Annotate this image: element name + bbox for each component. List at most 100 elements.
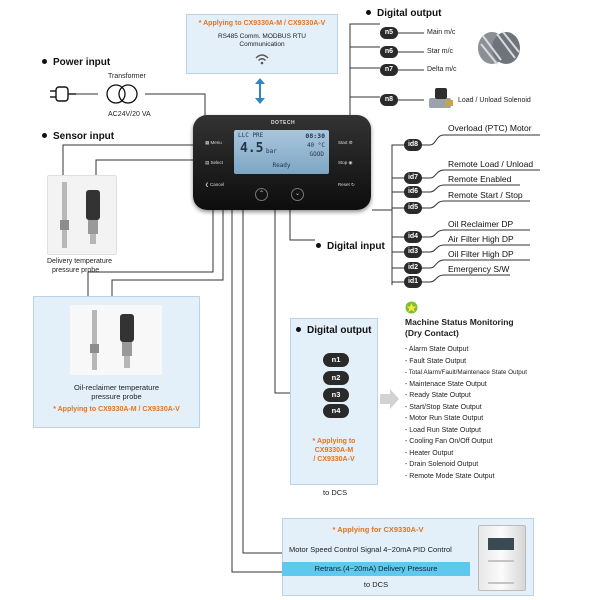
down-button[interactable]: ⌄ <box>291 188 304 201</box>
transformer-icon <box>106 84 138 104</box>
solenoid-icon <box>429 88 453 108</box>
sensor-input-header: Sensor input <box>42 131 114 142</box>
output-pill-n5: n5 <box>380 27 398 39</box>
input-pill-id1: id1 <box>404 276 422 288</box>
input-label-id7: Remote Load / Unload <box>448 159 534 169</box>
screen-status: GOOD <box>309 151 324 158</box>
bottom-applying-note: * Applying for CX9330A-V <box>332 525 424 534</box>
mid-output-pill-n2: n2 <box>323 371 349 385</box>
status-title-2: (Dry Contact) <box>405 328 459 338</box>
output-label-n6: Star m/c <box>427 48 454 55</box>
menu-button[interactable]: ▦ Menu <box>205 140 222 145</box>
input-label-id3: Air Filter High DP <box>448 234 514 244</box>
power-input-header: Power input <box>42 57 110 68</box>
oil-reclaimer-box: Oil-reclaimer temperature pressure probe… <box>33 296 200 428</box>
retrans-bar <box>282 562 470 576</box>
digital-output-top-header: Digital output <box>366 8 441 19</box>
screen-big-value: 4.5 <box>240 141 264 156</box>
shadow-arrow-icon <box>380 389 399 409</box>
screen-bottom: Ready <box>272 162 291 169</box>
comm-applying-note: * Applying to CX9330A-M / CX9330A-V <box>198 20 326 27</box>
output-pill-n8: n8 <box>380 94 398 106</box>
probe-icon <box>60 182 100 248</box>
mid-output-pill-n3: n3 <box>323 388 349 402</box>
comm-line-2: Communication <box>239 41 285 48</box>
status-badge-icon <box>405 301 418 314</box>
output-label-n7: Delta m/c <box>427 66 457 73</box>
output-pill-n7: n7 <box>380 64 398 76</box>
input-pill-id6: id6 <box>404 186 422 198</box>
start-button[interactable]: Start ⚙ <box>338 140 353 145</box>
up-button[interactable]: ⌃ <box>255 188 268 201</box>
status-item: - Maintenace State Output <box>405 380 487 388</box>
input-label-id6: Remote Enabled <box>448 174 512 184</box>
input-label-id1: Emergency S/W <box>448 264 510 274</box>
gear-rotor-icon <box>478 31 520 65</box>
digital-output-mid-header: Digital output <box>296 325 371 336</box>
comm-line-1: RS485 Comm. MODBUS RTU <box>217 33 306 40</box>
delivery-probe-label-1: Delivery temperature <box>47 258 112 265</box>
digital-input-header: Digital input <box>316 241 385 252</box>
input-label-id8: Overload (PTC) Motor <box>448 123 532 133</box>
input-pill-id8: id8 <box>404 139 422 151</box>
retrans-label: Retrans.(4~20mA) Delivery Pressure <box>314 564 438 573</box>
oil-box-applying-note: * Applying to CX9330A-M / CX9330A-V <box>53 406 180 413</box>
oil-probe-photo <box>70 305 162 375</box>
delivery-probe-photo <box>47 175 117 255</box>
input-label-id4: Oil Reclaimer DP <box>448 219 514 229</box>
screen-unit: bar <box>266 148 277 155</box>
mid-applying-2: CX9330A-M <box>314 447 354 454</box>
status-title-1: Machine Status Monitoring <box>405 317 514 327</box>
input-pill-id5: id5 <box>404 202 422 214</box>
mid-applying-3: / CX9330A-V <box>313 456 355 463</box>
probe-icon <box>90 310 134 370</box>
input-pill-id7: id7 <box>404 172 422 184</box>
controller-screen: LLC PRE 08:30 4.5 bar 40 °C GOOD Ready <box>234 130 329 174</box>
oil-box-label-1: Oil-reclaimer temperature <box>73 383 160 392</box>
status-item: - Cooling Fan On/Off Output <box>405 438 493 445</box>
status-item: - Remote Mode State Output <box>405 472 495 480</box>
status-item: - Load Run State Output <box>405 426 481 434</box>
status-item: - Fault State Output <box>405 357 467 365</box>
stop-button[interactable]: Stop ◉ <box>338 160 353 165</box>
mid-applying-1: * Applying to <box>312 438 356 445</box>
screen-mid-right: 40 °C <box>306 142 325 149</box>
output-label-n8: Load / Unload Solenoid <box>458 97 531 104</box>
input-pill-id3: id3 <box>404 246 422 258</box>
motor-signal-label: Motor Speed Control Signal 4~20mA PID Co… <box>289 545 452 554</box>
mid-output-pill-n1: n1 <box>323 353 349 367</box>
mid-to-dcs: to DCS <box>323 488 348 497</box>
controller-brand: DOTECH <box>270 120 296 126</box>
status-item: - Ready State Output <box>405 392 471 399</box>
output-pill-n6: n6 <box>380 46 398 58</box>
status-item: - Drain Solenoid Output <box>405 461 479 468</box>
double-arrow-icon <box>255 78 265 104</box>
plug-icon <box>50 86 76 102</box>
inverter-icon <box>478 525 526 591</box>
status-item: - Alarm State Output <box>405 346 469 353</box>
inverter-display <box>488 538 514 550</box>
status-item: - Heater Output <box>405 449 454 457</box>
delivery-probe-label-2: pressure probe <box>52 267 100 274</box>
status-item: - Total Alarm/Fault/Maintenace State Out… <box>405 369 528 376</box>
input-pill-id2: id2 <box>404 262 422 274</box>
wifi-icon <box>255 54 269 65</box>
cancel-button[interactable]: ❮ Cancel <box>205 182 225 187</box>
input-label-id2: Oil Filter High DP <box>448 249 514 259</box>
comm-box: * Applying to CX9330A-M / CX9330A-V RS48… <box>186 14 338 74</box>
input-label-id5: Remote Start / Stop <box>448 190 523 200</box>
output-label-n5: Main m/c <box>427 29 456 36</box>
inverter-vent <box>488 560 514 584</box>
screen-top-right: 08:30 <box>305 132 325 140</box>
oil-box-label-2: pressure probe <box>91 392 142 401</box>
power-voltage-label: AC24V/20 VA <box>108 111 151 118</box>
select-button[interactable]: ▤ Select <box>205 160 224 165</box>
controller-unit: DOTECH LLC PRE 08:30 4.5 bar 40 °C GOOD … <box>193 115 371 210</box>
status-item: - Motor Run State Output <box>405 415 484 422</box>
transformer-label: Transformer <box>108 73 146 80</box>
input-pill-id4: id4 <box>404 231 422 243</box>
screen-top-left: LLC PRE <box>238 132 264 139</box>
reset-button[interactable]: Reset ↻ <box>338 182 355 187</box>
status-item: - Start/Stop State Output <box>405 403 482 411</box>
mid-output-pill-n4: n4 <box>323 404 349 418</box>
